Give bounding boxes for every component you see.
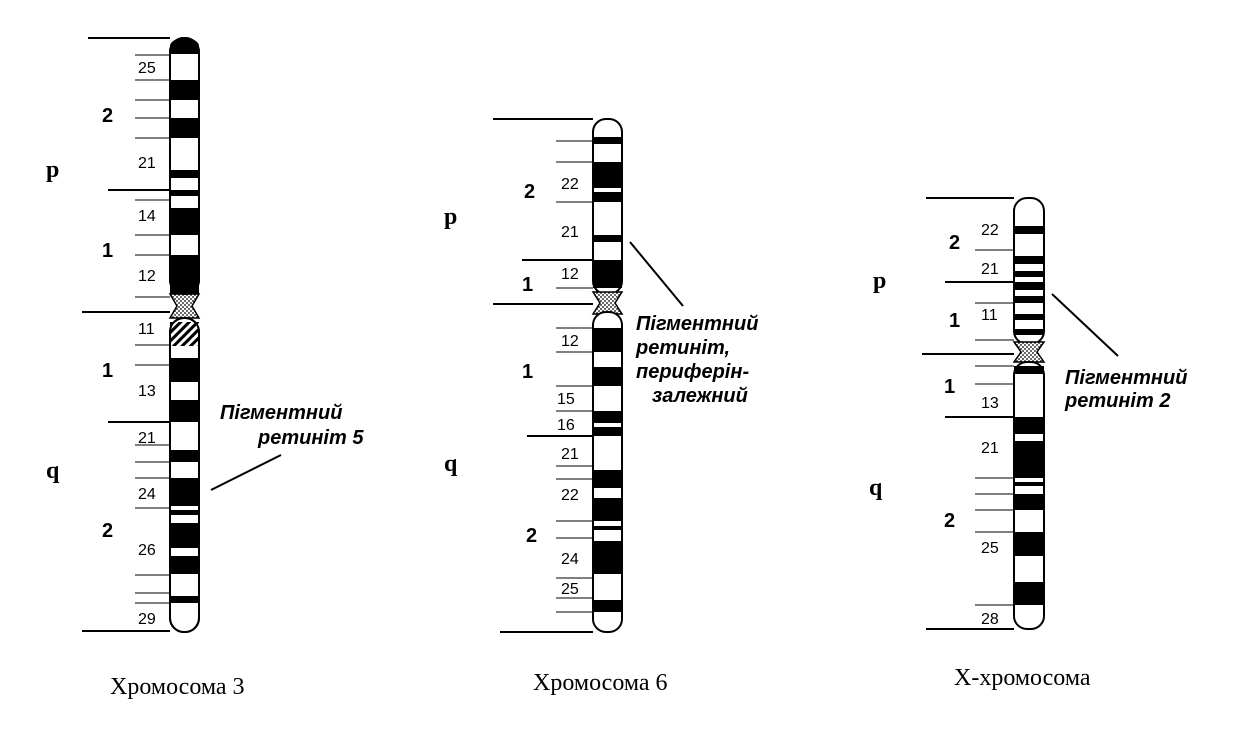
chr6-band-label: 16 xyxy=(557,417,575,434)
chrx-annotation-pointer xyxy=(1051,293,1119,357)
chrx-arm-label-q: q xyxy=(869,475,883,501)
chrx-band-label: 25 xyxy=(981,540,999,557)
chrx-region-q1: 1 xyxy=(944,376,955,398)
chr3-band-ticks xyxy=(135,54,170,604)
chrx-centromere xyxy=(1012,341,1046,363)
chr6-arm-label-p: p xyxy=(444,204,457,230)
chr3-band-label: 21 xyxy=(138,430,156,447)
chr6-band-label: 22 xyxy=(561,176,579,193)
chr3-band-label: 11 xyxy=(138,321,155,338)
chr3-region-q2: 2 xyxy=(102,520,113,542)
chromosome-x: p q 2 1 1 2 22 21 11 13 21 25 28 Пігмент… xyxy=(869,197,1187,691)
chrx-level-lines xyxy=(922,197,1014,630)
chr3-band-label: 12 xyxy=(138,268,156,285)
chr6-caption: Хромосома 6 xyxy=(533,670,668,696)
chr3-band-label: 21 xyxy=(138,155,156,172)
chr3-region-p2: 2 xyxy=(102,105,113,127)
chrx-annotation-line2: ретиніт 2 xyxy=(1064,390,1170,412)
chrx-p-arm xyxy=(1013,197,1045,345)
chr6-band-label: 12 xyxy=(561,333,579,350)
chr3-band-label: 24 xyxy=(138,486,156,503)
chr3-band-label: 14 xyxy=(138,208,156,225)
chr6-level-lines xyxy=(493,118,593,633)
chr6-band-label: 21 xyxy=(561,224,579,241)
chrx-q-arm xyxy=(1013,361,1045,630)
chr3-region-q1: 1 xyxy=(102,360,113,382)
chr6-band-ticks xyxy=(556,140,593,613)
chr6-p-arm xyxy=(592,118,623,295)
chr6-band-label: 12 xyxy=(561,266,579,283)
chr6-region-q2: 2 xyxy=(526,525,537,547)
chr6-annotation-pointer xyxy=(629,241,684,307)
chr6-annotation-line1: Пігментний xyxy=(636,313,758,335)
chr6-annotation-line4: залежний xyxy=(652,385,748,407)
chr3-caption: Хромосома 3 xyxy=(110,674,245,700)
chr6-annotation-line3: периферін- xyxy=(636,361,749,383)
chromosome-6: p q 2 1 1 2 22 21 12 12 15 16 21 22 24 2… xyxy=(444,118,758,696)
chr3-band-label: 25 xyxy=(138,60,156,77)
chrx-band-label: 21 xyxy=(981,440,999,457)
chr3-band-label: 13 xyxy=(138,383,156,400)
chr3-band-label: 26 xyxy=(138,542,156,559)
chr6-band-label: 25 xyxy=(561,581,579,598)
chr6-arm-label-q: q xyxy=(444,451,458,477)
chrx-band-label: 22 xyxy=(981,222,999,239)
chr6-q-arm xyxy=(592,311,623,633)
chrx-band-label: 21 xyxy=(981,261,999,278)
chr6-region-q1: 1 xyxy=(522,361,533,383)
chr3-region-p1: 1 xyxy=(102,240,113,262)
chrx-caption: Х-хромосома xyxy=(954,665,1091,691)
chr6-annotation-line2: ретиніт, xyxy=(635,337,730,359)
chr3-annotation-line2: ретиніт 5 xyxy=(257,427,364,449)
chrx-band-label: 13 xyxy=(981,395,999,412)
chrx-band-ticks xyxy=(975,249,1014,606)
chr3-centromere xyxy=(168,293,201,319)
chr6-centromere xyxy=(591,291,624,315)
chr3-p-arm xyxy=(169,37,200,295)
chrx-annotation-line1: Пігментний xyxy=(1065,367,1187,389)
chr6-region-p1: 1 xyxy=(522,274,533,296)
chr3-level-lines xyxy=(82,37,170,632)
chromosome-3: p q 2 1 1 2 25 21 14 12 11 13 21 24 26 2… xyxy=(46,37,364,700)
chrx-band-label: 11 xyxy=(981,307,998,324)
chr3-band-label: 29 xyxy=(138,611,156,628)
chrx-region-p2: 2 xyxy=(949,232,960,254)
chr3-annotation-pointer xyxy=(210,454,282,491)
chr3-annotation-line1: Пігментний xyxy=(220,402,342,424)
chr6-band-label: 15 xyxy=(557,391,575,408)
chrx-band-label: 28 xyxy=(981,611,999,628)
chrx-arm-label-p: p xyxy=(873,268,886,294)
chr6-band-label: 22 xyxy=(561,487,579,504)
chrx-region-p1: 1 xyxy=(949,310,960,332)
chr6-band-label: 24 xyxy=(561,551,579,568)
chr3-q-arm xyxy=(169,317,200,633)
chr3-arm-label-p: p xyxy=(46,157,59,183)
chr6-band-label: 21 xyxy=(561,446,579,463)
chrx-region-q2: 2 xyxy=(944,510,955,532)
chr6-region-p2: 2 xyxy=(524,181,535,203)
chr3-arm-label-q: q xyxy=(46,458,60,484)
